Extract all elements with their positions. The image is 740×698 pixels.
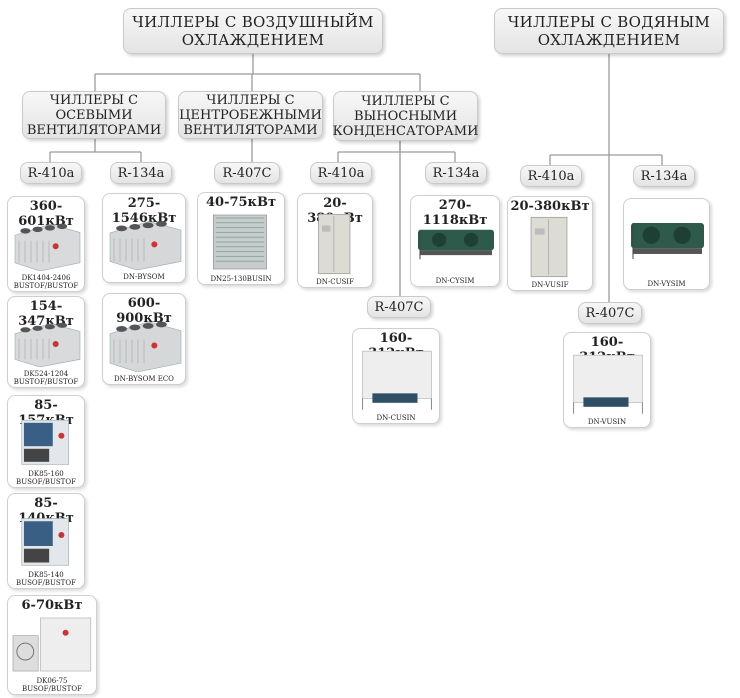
chiller-unit-image	[14, 322, 81, 367]
model-label: DN-CUSIN	[376, 414, 416, 422]
chiller-unit-image	[21, 518, 69, 566]
model-label: DN-BYSOM ECO	[114, 375, 174, 383]
model-label: DK1404-2406 BUSTOF/BUSTOF	[13, 274, 79, 290]
model-label: DK85-140 BUSOF/BUSTOF	[16, 571, 76, 587]
model-label: DK06-75 BUSOF/BUSTOF	[22, 677, 82, 693]
refrigerant-remote-r407c: R-407C	[367, 296, 431, 318]
refrigerant-remote-r410a: R-410a	[310, 162, 372, 184]
header-water-cooled: ЧИЛЛЕРЫ С ВОДЯНЫМ ОХЛАЖДЕНИЕМ	[494, 8, 724, 54]
chiller-unit-image	[14, 223, 81, 271]
product-card-cusin: 160-312кВтDN-CUSIN	[352, 328, 440, 424]
model-label: DN-CUSIF	[316, 278, 354, 286]
model-label: DN-VUSIF	[531, 281, 569, 289]
chiller-unit-image	[109, 221, 182, 270]
refrigerant-label: R-410a	[317, 165, 365, 181]
refrigerant-water-r134a: R-134a	[633, 165, 695, 187]
chiller-unit-image	[109, 321, 182, 372]
refrigerant-centrifugal-r407c: R-407C	[214, 162, 280, 184]
model-label: DK524-1204 BUSTOF/BUSTOF	[13, 370, 79, 386]
chiller-unit-image	[21, 419, 69, 465]
chiller-unit-image	[318, 213, 351, 275]
refrigerant-water-r407c: R-407C	[578, 302, 642, 324]
subgroup-remote-condensers: ЧИЛЛЕРЫ С ВЫНОСНЫМИ КОНДЕНСАТОРАМИ	[333, 91, 478, 141]
capacity-label: 270-1118кВт	[422, 198, 488, 228]
refrigerant-label: R-407C	[585, 305, 635, 321]
subgroup-remote-condensers-text: ЧИЛЛЕРЫ С ВЫНОСНЫМИ КОНДЕНСАТОРАМИ	[332, 93, 479, 139]
header-air-cooled-text: ЧИЛЛЕРЫ С ВОЗДУШНЫЙМ ОХЛАЖДЕНИЕМ	[132, 13, 374, 49]
chiller-unit-image	[362, 350, 432, 410]
refrigerant-label: R-410a	[27, 165, 75, 181]
subgroup-axial-fans-text: ЧИЛЛЕРЫ С ОСЕВЫМИ ВЕНТИЛЯТОРАМИ	[26, 92, 162, 138]
chiller-unit-image	[573, 354, 643, 414]
header-air-cooled: ЧИЛЛЕРЫ С ВОЗДУШНЫЙМ ОХЛАЖДЕНИЕМ	[123, 8, 383, 54]
subgroup-axial-fans: ЧИЛЛЕРЫ С ОСЕВЫМИ ВЕНТИЛЯТОРАМИ	[22, 91, 166, 139]
subgroup-centrifugal-fans: ЧИЛЛЕРЫ С ЦЕНТРОБЕЖНЫМИ ВЕНТИЛЯТОРАМИ	[178, 91, 323, 139]
product-card-vysim: DN-VYSIM	[623, 198, 710, 290]
capacity-label: 6-70кВт	[21, 598, 83, 613]
refrigerant-remote-r134a: R-134a	[425, 162, 487, 184]
model-label: DN25-130BUSIN	[210, 275, 272, 283]
product-card-vusin: 160-312кВтDN-VUSIN	[563, 332, 651, 428]
refrigerant-label: R-407C	[222, 165, 272, 181]
model-label: DK85-160 BUSOF/BUSTOF	[16, 470, 76, 486]
capacity-label: 20-380кВт	[510, 199, 590, 214]
chiller-unit-image	[418, 229, 494, 260]
refrigerant-label: R-134a	[432, 165, 480, 181]
header-water-cooled-text: ЧИЛЛЕРЫ С ВОДЯНЫМ ОХЛАЖДЕНИЕМ	[507, 13, 711, 49]
refrigerant-label: R-410a	[527, 168, 575, 184]
product-card-dk85-160: 85-157кВтDK85-160 BUSOF/BUSTOF	[7, 395, 85, 488]
chiller-unit-image	[530, 216, 568, 278]
chiller-unit-image	[12, 617, 92, 672]
refrigerant-axial-r410a: R-410a	[20, 162, 82, 184]
model-label: DN-BYSOM	[123, 273, 165, 281]
refrigerant-axial-r134a: R-134a	[110, 162, 172, 184]
capacity-label: 40-75кВт	[205, 195, 276, 210]
chiller-unit-image	[631, 223, 704, 259]
model-label: DN-CYSIM	[435, 277, 475, 285]
refrigerant-water-r410a: R-410a	[520, 165, 582, 187]
model-label: DN-VYSIM	[647, 280, 686, 288]
refrigerant-label: R-134a	[117, 165, 165, 181]
product-card-dk85-140: 85-140кВтDK85-140 BUSOF/BUSTOF	[7, 493, 85, 589]
chiller-unit-image	[213, 214, 267, 270]
refrigerant-label: R-407C	[374, 299, 424, 315]
subgroup-centrifugal-fans-text: ЧИЛЛЕРЫ С ЦЕНТРОБЕЖНЫМИ ВЕНТИЛЯТОРАМИ	[179, 92, 322, 138]
model-label: DN-VUSIN	[587, 418, 627, 426]
refrigerant-label: R-134a	[640, 168, 688, 184]
